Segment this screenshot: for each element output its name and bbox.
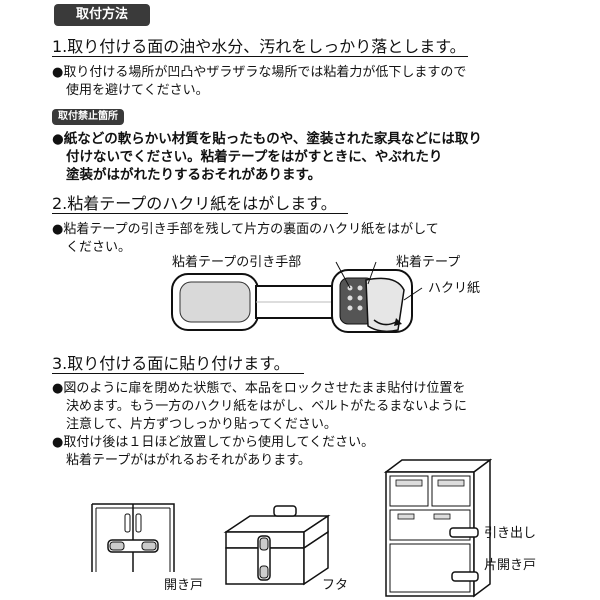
prohibited-line-3: 塗装がはがれたりするおそれがあります。	[66, 167, 322, 183]
step3-note-line-5: 粘着テープがはがれるおそれがあります。	[66, 453, 311, 468]
step2-note-line-2: ください。	[66, 240, 132, 255]
step3-note-line-2: 決めます。もう一方のハクリ紙をはがし、ベルトがたるまないように	[66, 399, 468, 414]
label-pull-tab: 粘着テープの引き手部	[172, 255, 302, 270]
step1-rule	[52, 56, 468, 57]
prohibited-badge: 取付禁止箇所	[52, 109, 124, 125]
lidded-box-illustration	[223, 505, 331, 586]
label-hinged-door: 開き戸	[164, 578, 204, 593]
step1-note-line-2: 使用を避けてください。	[66, 83, 209, 98]
step3-note-line-1: ●図のように扉を閉めた状態で、本品をロックさせたまま貼付け位置を	[52, 381, 466, 396]
section-badge: 取付方法	[54, 4, 150, 26]
hinged-door-illustration	[91, 503, 175, 572]
step3-note-line-3: 注意して、片方ずつしっかり貼ってください。	[66, 417, 337, 432]
label-lid: フタ	[322, 578, 349, 593]
step3-note-line-4: ●取付け後は１日ほど放置してから使用してください。	[52, 435, 375, 450]
prohibited-line-1: ●紙などの軟らかい材質を貼ったものや、塗装された家具などには取り	[52, 131, 482, 147]
step2-heading: 2.粘着テープのハクリ紙をはがします。	[52, 194, 337, 213]
cabinet-illustration	[383, 458, 492, 598]
step1-heading: 1.取り付ける面の油や水分、汚れをしっかり落とします。	[52, 37, 466, 56]
label-release-paper: ハクリ紙	[428, 281, 481, 296]
lock-strap-illustration	[171, 261, 423, 333]
step2-rule	[52, 213, 348, 214]
prohibited-line-2: 付けないでください。粘着テープをはがすときに、やぶれたり	[66, 149, 443, 165]
step3-rule	[52, 373, 304, 374]
step3-heading: 3.取り付ける面に貼り付けます。	[52, 354, 290, 373]
step2-note-line-1: ●粘着テープの引き手部を残して片方の裏面のハクリ紙をはがして	[52, 222, 439, 237]
label-drawer: 引き出し	[484, 526, 537, 541]
label-adhesive-tape: 粘着テープ	[396, 255, 461, 270]
step1-note-line-1: ●取り付ける場所が凹凸やザラザラな場所では粘着力が低下しますので	[52, 65, 467, 80]
label-single-door: 片開き戸	[484, 558, 537, 573]
